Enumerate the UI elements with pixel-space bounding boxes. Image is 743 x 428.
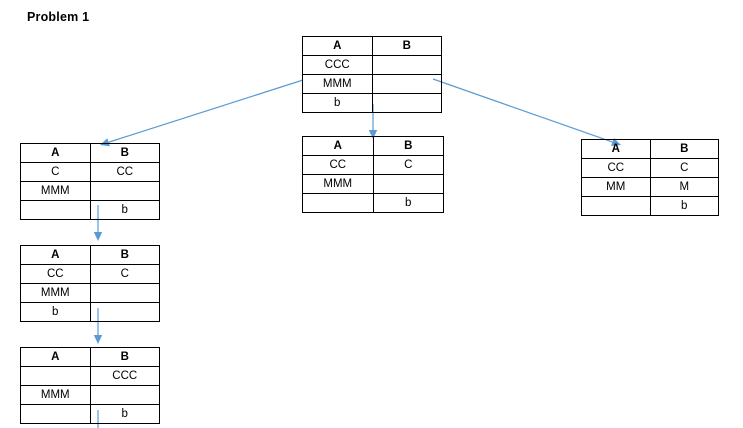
middle-table-header-b: B (372, 136, 444, 156)
table-row: MMM (20, 181, 160, 201)
left-table-3-header-b: B (89, 347, 160, 367)
middle-table-cell-r3-b: b (372, 193, 444, 213)
left-table-1-header-b: B (89, 143, 160, 163)
root-table-cell-r3-b (371, 93, 442, 113)
right-table-cell-r2-a: MM (581, 177, 651, 197)
root-table-cell-r1-a: CCC (302, 55, 373, 75)
middle-table-cell-r2-a: MMM (302, 174, 374, 194)
left-table-1-cell-r1-b: CC (89, 162, 160, 182)
left-table-3-header-a: A (20, 347, 91, 367)
arrow-root-to-left-1 (100, 79, 304, 147)
root-table-header-a: A (302, 36, 373, 56)
left-table-2-cell-r2-b (89, 283, 160, 303)
left-table-3-cell-r2-a: MMM (20, 385, 91, 405)
root-table-header-b: B (371, 36, 442, 56)
left-table-2-cell-r1-a: CC (20, 264, 91, 284)
left-table-1-cell-r2-b (89, 181, 160, 201)
root-table-cell-r2-a: MMM (302, 74, 373, 94)
middle-table-cell-r3-a (302, 193, 374, 213)
right-table-cell-r3-b: b (649, 196, 719, 216)
table-row: MMM (20, 283, 160, 303)
left-table-3-cell-r2-b (89, 385, 160, 405)
left-table-1-cell-r2-a: MMM (20, 181, 91, 201)
left-table-3-cell-r1-b: CCC (89, 366, 160, 386)
left-table-2-cell-r3-b (89, 302, 160, 322)
left-table-3-cell-r3-a (20, 404, 91, 424)
arrow-left-2-to-left-3-head-icon (93, 335, 103, 344)
middle-table-cell-r2-b (372, 174, 444, 194)
table-row: b (581, 196, 719, 216)
table-row: b (20, 200, 160, 220)
left-table-3-cell-r3-b: b (89, 404, 160, 424)
table-row: b (302, 193, 444, 213)
table-row: MMM (302, 174, 444, 194)
table-row: b (302, 93, 442, 113)
root-table-cell-r3-a: b (302, 93, 373, 113)
right-table-header-a: A (581, 139, 651, 159)
table-row: b (20, 302, 160, 322)
left-table-3-cell-r1-a (20, 366, 91, 386)
middle-table-cell-r1-b: C (372, 155, 444, 175)
right-table-header-b: B (649, 139, 719, 159)
middle-table-cell-r1-a: CC (302, 155, 374, 175)
middle-table-header-a: A (302, 136, 374, 156)
left-table-1-cell-r3-b: b (89, 200, 160, 220)
table-row: MMM (302, 74, 442, 94)
right-table-cell-r2-b: M (649, 177, 719, 197)
left-table-2-header-b: B (89, 245, 160, 265)
root-table-cell-r1-b (371, 55, 442, 75)
left-table-2-cell-r3-a: b (20, 302, 91, 322)
root-table-cell-r2-b (371, 74, 442, 94)
left-table-1-header-a: A (20, 143, 91, 163)
left-table-2-cell-r1-b: C (89, 264, 160, 284)
right-table-cell-r3-a (581, 196, 651, 216)
left-table-1-cell-r1-a: C (20, 162, 91, 182)
table-row: CCC (302, 55, 442, 75)
table-row: b (20, 404, 160, 424)
right-table-cell-r1-a: CC (581, 158, 651, 178)
left-table-1-cell-r3-a (20, 200, 91, 220)
arrow-root-to-right (432, 78, 621, 146)
arrow-left-1-to-left-2-head-icon (93, 232, 103, 241)
left-table-2-cell-r2-a: MMM (20, 283, 91, 303)
left-table-2-header-a: A (20, 245, 91, 265)
page-title: Problem 1 (27, 10, 90, 24)
right-table-cell-r1-b: C (649, 158, 719, 178)
table-row: CCC (20, 366, 160, 386)
table-row: MMM (20, 385, 160, 405)
